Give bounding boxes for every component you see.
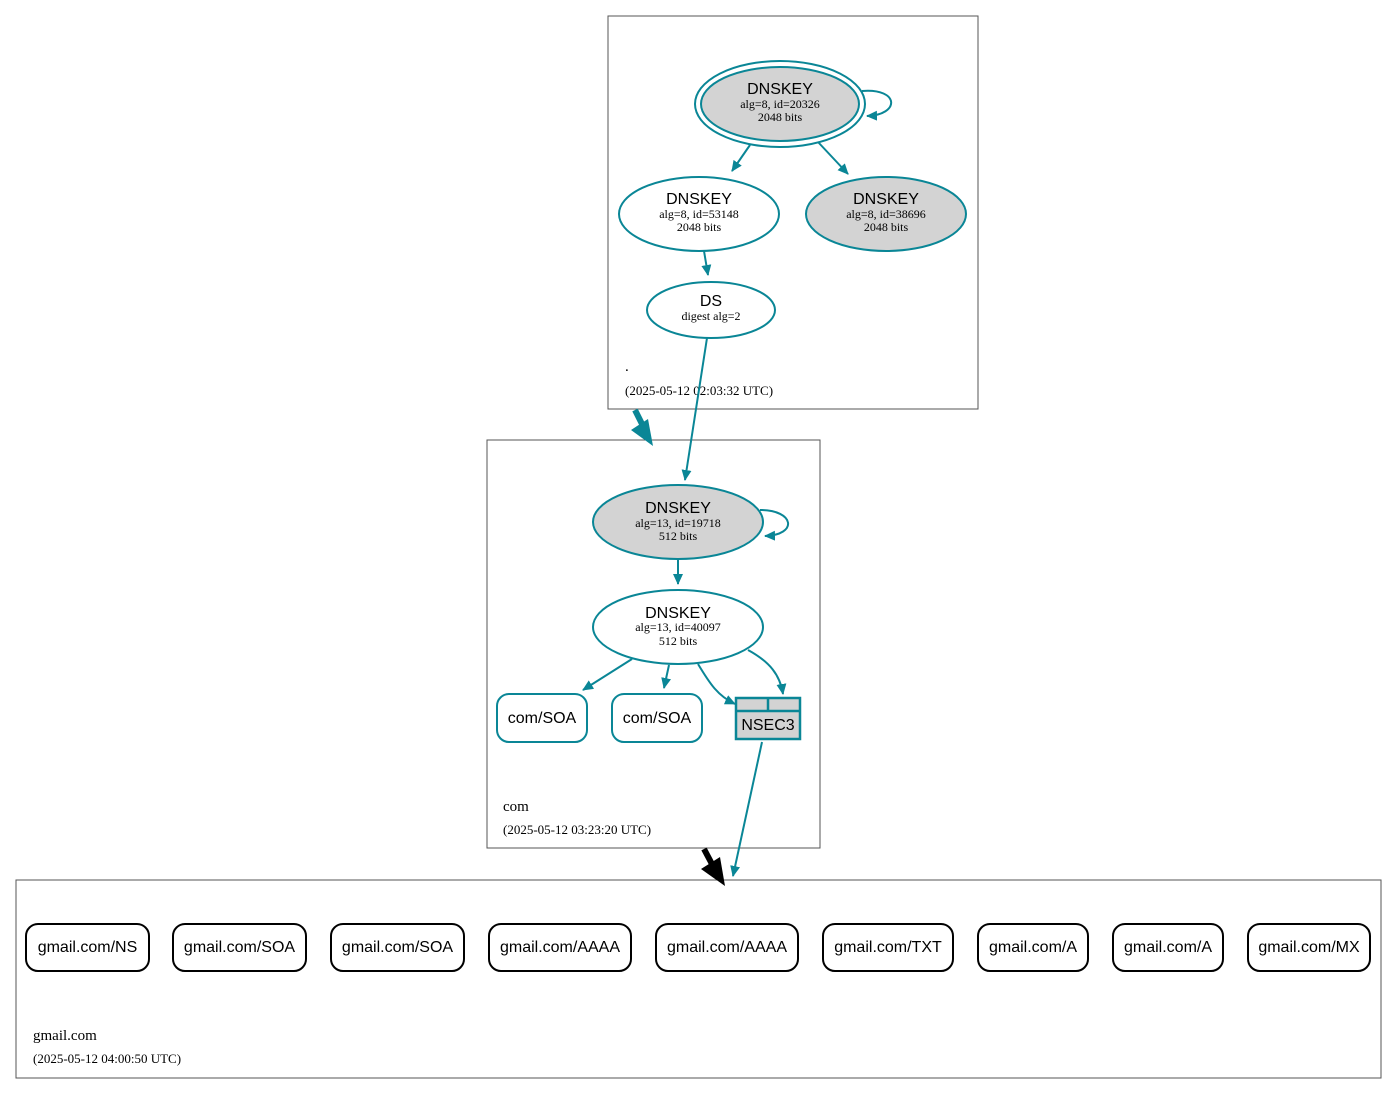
root-ds-node[interactable]: DS digest alg=2 bbox=[646, 281, 776, 339]
com-ksk-node[interactable]: DNSKEY alg=13, id=19718 512 bits bbox=[592, 484, 764, 560]
rrset-label: gmail.com/SOA bbox=[184, 939, 295, 956]
com-to-gmail-delegation-arrowhead bbox=[701, 857, 725, 886]
rrset-label: gmail.com/A bbox=[1124, 939, 1212, 956]
root-zsk-to-ds-edge bbox=[701, 250, 712, 276]
node-detail: 2048 bits bbox=[758, 110, 803, 124]
node-detail: 2048 bits bbox=[864, 220, 909, 234]
rrset-label: com/SOA bbox=[623, 710, 692, 727]
root-ksk-self-edge bbox=[861, 89, 893, 121]
node-detail: alg=8, id=20326 bbox=[740, 97, 820, 111]
com-zsk-to-soa-edge bbox=[661, 664, 672, 689]
ds-to-com-ksk-edge bbox=[681, 337, 708, 481]
gmail-rrset-node[interactable]: gmail.com/NS bbox=[25, 923, 150, 972]
node-title: DNSKEY bbox=[853, 191, 919, 208]
node-detail: 2048 bits bbox=[677, 220, 722, 234]
root-dnskey-38696-node[interactable]: DNSKEY alg=8, id=38696 2048 bits bbox=[805, 176, 967, 252]
node-title: DNSKEY bbox=[666, 191, 732, 208]
gmail-zone-timestamp: (2025-05-12 04:00:50 UTC) bbox=[33, 1051, 181, 1066]
com-zsk-node[interactable]: DNSKEY alg=13, id=40097 512 bits bbox=[592, 589, 764, 665]
com-soa-node[interactable]: com/SOA bbox=[496, 693, 588, 743]
gmail-rrset-node[interactable]: gmail.com/A bbox=[1112, 923, 1224, 972]
node-title: DNSKEY bbox=[645, 500, 711, 517]
com-zsk-to-soa-edge bbox=[582, 658, 633, 691]
gmail-rrset-node[interactable]: gmail.com/MX bbox=[1247, 923, 1371, 972]
com-nsec3-node[interactable]: NSEC3 bbox=[734, 696, 802, 741]
root-to-com-delegation-arrowhead bbox=[631, 419, 653, 446]
rrset-label: gmail.com/AAAA bbox=[500, 939, 620, 956]
node-title: DS bbox=[700, 293, 722, 310]
gmail-rrset-node[interactable]: gmail.com/A bbox=[977, 923, 1089, 972]
com-ksk-self-edge bbox=[759, 509, 789, 541]
nsec3-to-gmail-edge bbox=[730, 741, 763, 877]
com-soa-node[interactable]: com/SOA bbox=[611, 693, 703, 743]
com-zone-timestamp: (2025-05-12 03:23:20 UTC) bbox=[503, 822, 651, 837]
gmail-rrset-node[interactable]: gmail.com/SOA bbox=[330, 923, 465, 972]
rrset-label: gmail.com/AAAA bbox=[667, 939, 787, 956]
node-detail: alg=13, id=19718 bbox=[635, 516, 721, 530]
rrset-label: gmail.com/A bbox=[989, 939, 1077, 956]
node-detail: alg=8, id=53148 bbox=[659, 207, 739, 221]
rrset-label: gmail.com/MX bbox=[1258, 939, 1360, 956]
gmail-zone-box bbox=[15, 879, 1382, 1079]
com-zone-name: com bbox=[503, 799, 529, 815]
node-detail: 512 bits bbox=[659, 529, 698, 543]
node-detail: alg=8, id=38696 bbox=[846, 207, 926, 221]
root-ksk-to-key3-edge bbox=[817, 141, 849, 175]
node-detail: digest alg=2 bbox=[681, 309, 740, 323]
root-zsk-node[interactable]: DNSKEY alg=8, id=53148 2048 bits bbox=[618, 176, 780, 252]
gmail-rrset-node[interactable]: gmail.com/SOA bbox=[172, 923, 307, 972]
node-title: DNSKEY bbox=[747, 81, 813, 98]
com-zsk-to-nsec3-edge bbox=[747, 649, 787, 695]
node-detail: 512 bits bbox=[659, 634, 698, 648]
root-ksk-node[interactable]: DNSKEY alg=8, id=20326 2048 bits bbox=[694, 60, 866, 148]
com-zsk-to-nsec3-edge bbox=[697, 663, 736, 705]
rrset-label: gmail.com/TXT bbox=[834, 939, 942, 956]
node-detail: alg=13, id=40097 bbox=[635, 620, 721, 634]
gmail-rrset-node[interactable]: gmail.com/TXT bbox=[822, 923, 954, 972]
rrset-label: NSEC3 bbox=[741, 717, 794, 734]
node-title: DNSKEY bbox=[645, 605, 711, 622]
rrset-label: gmail.com/NS bbox=[38, 939, 138, 956]
gmail-records-row: gmail.com/NS gmail.com/SOA gmail.com/SOA gm… bbox=[25, 923, 1371, 972]
gmail-rrset-node[interactable]: gmail.com/AAAA bbox=[488, 923, 632, 972]
rrset-label: gmail.com/SOA bbox=[342, 939, 453, 956]
rrset-label: com/SOA bbox=[508, 710, 577, 727]
edges bbox=[582, 89, 893, 886]
root-zone-name: . bbox=[625, 359, 629, 375]
root-ksk-to-zsk-edge bbox=[731, 144, 751, 172]
gmail-rrset-node[interactable]: gmail.com/AAAA bbox=[655, 923, 799, 972]
gmail-zone-name: gmail.com bbox=[33, 1028, 97, 1044]
